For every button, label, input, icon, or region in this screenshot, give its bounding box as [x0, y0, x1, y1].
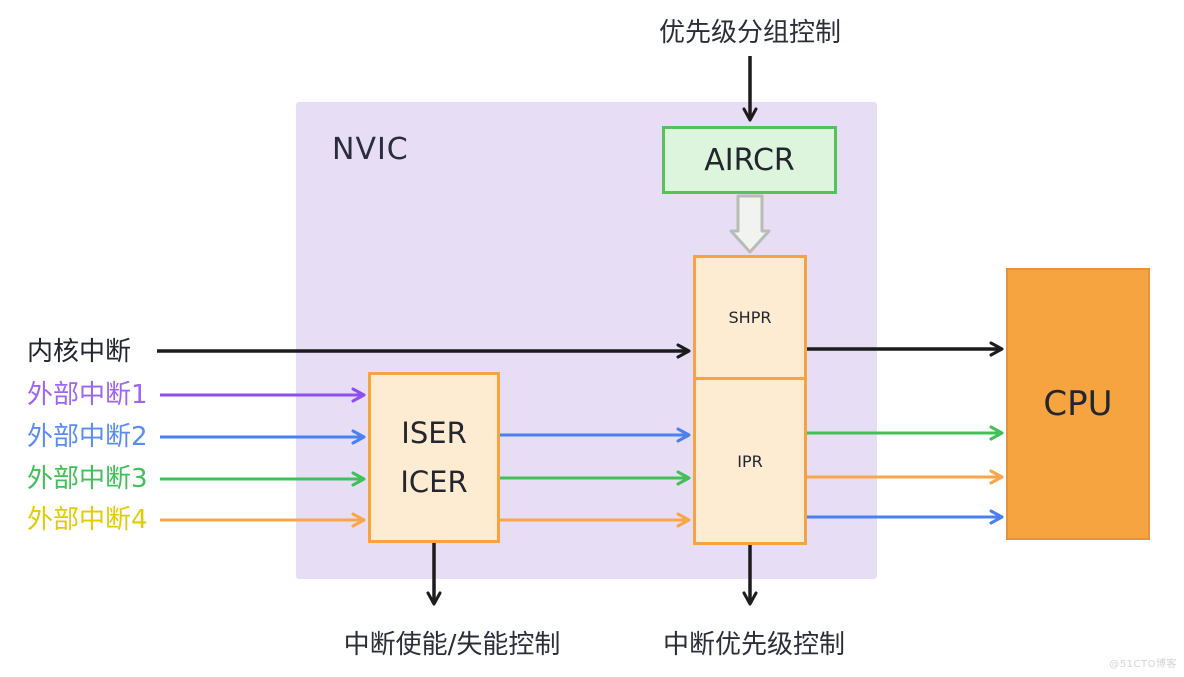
aircr-box-label: AIRCR [704, 142, 795, 178]
external-interrupt-4-label: 外部中断4 [27, 505, 148, 535]
cpu-box: CPU [1006, 268, 1150, 540]
icer-box-label: ICER [400, 464, 468, 499]
external-interrupt-2-label: 外部中断2 [27, 422, 148, 452]
watermark: @51CTO博客 [1109, 659, 1177, 670]
aircr-box: AIRCR [662, 126, 837, 194]
external-interrupt-3-label: 外部中断3 [27, 464, 148, 494]
iser-box-label: ISER [401, 415, 467, 450]
enable-disable-control-label: 中断使能/失能控制 [343, 630, 561, 660]
shpr-ipr-box: SHPR IPR [693, 255, 807, 545]
priority-control-label: 中断优先级控制 [662, 630, 846, 660]
cpu-box-label: CPU [1043, 384, 1113, 424]
ipr-box-label: IPR [737, 451, 763, 471]
shpr-cell: SHPR [696, 258, 804, 380]
iser-icer-box: ISER ICER [368, 372, 500, 543]
block-arrow-aircr-to-shpr [729, 194, 771, 254]
kernel-interrupt-label: 内核中断 [27, 337, 132, 367]
priority-group-control-label: 优先级分组控制 [658, 18, 842, 48]
ipr-cell: IPR [696, 380, 804, 542]
nvic-region-label: NVIC [332, 132, 409, 167]
shpr-box-label: SHPR [728, 308, 772, 327]
external-interrupt-1-label: 外部中断1 [27, 380, 148, 410]
